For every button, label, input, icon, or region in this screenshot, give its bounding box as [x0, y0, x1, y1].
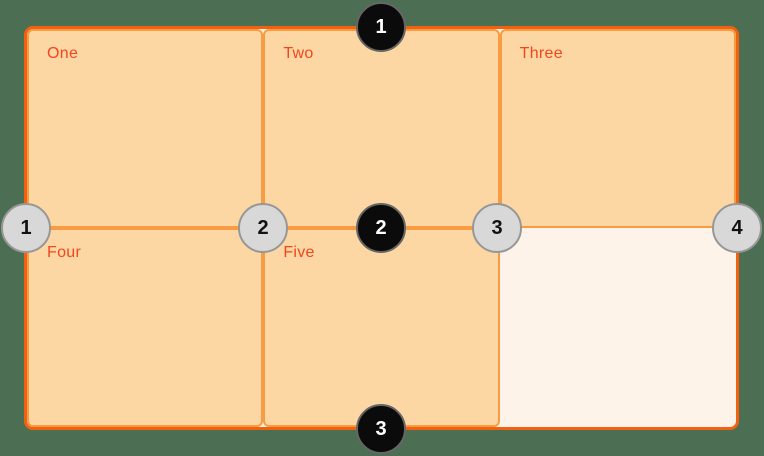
row-line-marker-number: 2 [375, 217, 387, 239]
grid-container: One Two Three Four Five [24, 26, 739, 430]
row-line-marker-2: 2 [356, 203, 406, 253]
column-line-marker-number: 1 [20, 217, 32, 239]
row-line-marker-1: 1 [356, 2, 406, 52]
cell-label: Five [283, 244, 315, 261]
column-line-marker-number: 3 [491, 217, 503, 239]
column-line-marker-3: 3 [472, 203, 522, 253]
cell-label: Two [283, 45, 314, 62]
cell-label: Three [519, 45, 563, 62]
column-line-marker-number: 4 [731, 217, 743, 239]
row-line-marker-3: 3 [356, 404, 406, 454]
cell-label: One [47, 45, 79, 62]
column-line-marker-1: 1 [1, 203, 51, 253]
grid-cell-three: Three [499, 29, 736, 228]
row-line-marker-number: 1 [375, 16, 387, 38]
column-line-marker-number: 2 [257, 217, 269, 239]
column-line-marker-4: 4 [712, 203, 762, 253]
grid-cell-four: Four [27, 228, 264, 427]
cell-label: Four [47, 244, 82, 261]
grid-cell-one: One [27, 29, 264, 228]
column-line-marker-2: 2 [238, 203, 288, 253]
row-line-marker-number: 3 [375, 418, 387, 440]
grid-cell-five: Five [263, 228, 500, 427]
grid-cell-two: Two [263, 29, 500, 228]
grid-cell-empty [500, 228, 736, 427]
